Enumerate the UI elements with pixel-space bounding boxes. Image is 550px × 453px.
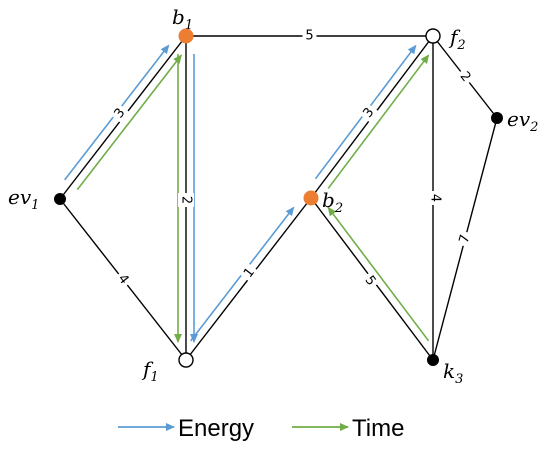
svg-text:4: 4 (428, 194, 443, 202)
svg-text:7: 7 (457, 233, 474, 245)
edge-weight-f2-k3: 4 (427, 191, 443, 205)
node-label-b1: b1 (172, 5, 193, 33)
legend-item-time: Time (292, 415, 404, 442)
node-ev2 (491, 112, 503, 124)
route-time-arrow-b2-f2 (327, 54, 430, 189)
node-label-ev2: ev2 (507, 107, 538, 135)
legend-energy-label: Energy (178, 415, 254, 442)
edge-weight-b1-f1: 2 (178, 193, 194, 207)
edge-weight-ev1-b1: 3 (109, 103, 131, 124)
node-label-f2: f2 (448, 25, 466, 53)
edge-weight-b1-f2: 5 (302, 28, 317, 44)
edge-weight-ev1-f1: 4 (112, 269, 134, 290)
edge-weight-f2-ev2: 2 (454, 66, 476, 88)
route-time-arrow-k3-b2 (327, 206, 430, 342)
node-b1 (178, 28, 194, 44)
node-label-k3: k3 (443, 359, 463, 387)
node-ev1 (54, 193, 66, 205)
node-label-f1: f1 (141, 357, 159, 385)
node-k3 (427, 354, 439, 366)
svg-text:5: 5 (305, 29, 313, 44)
node-label-ev1: ev1 (8, 185, 39, 213)
edge-weight-f1-b2: 1 (238, 262, 261, 284)
weights-layer: 5 3 2 4 1 3 5 4 2 7 (109, 28, 476, 292)
nodes-layer (54, 28, 503, 368)
legend-item-energy: Energy (118, 415, 254, 442)
edge-weight-b2-k3: 5 (359, 270, 381, 292)
node-b2 (303, 190, 319, 206)
node-f2 (425, 28, 441, 44)
route-time-arrow-ev1-b1 (76, 54, 182, 191)
legend-time-label: Time (352, 415, 404, 442)
legend: Energy Time (118, 415, 404, 442)
node-f1 (178, 352, 194, 368)
edge-weight-b2-f2: 3 (358, 102, 380, 124)
node-labels-layer: b1 f2 ev2 ev1 b2 f1 k3 (8, 5, 538, 387)
routes-layer (64, 44, 430, 343)
node-label-b2: b2 (322, 188, 343, 216)
svg-text:2: 2 (179, 196, 194, 204)
edge-weight-ev2-k3: 7 (455, 230, 475, 248)
